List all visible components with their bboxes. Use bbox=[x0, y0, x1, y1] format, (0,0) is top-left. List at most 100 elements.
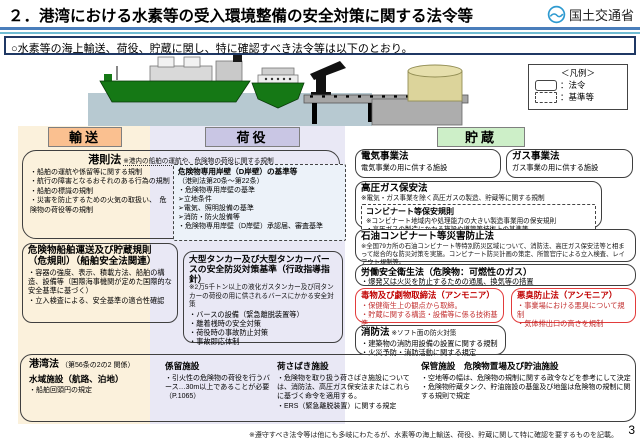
legend-standard-label: ：基準等 bbox=[560, 91, 595, 102]
conbinat-title: コンビナート等保安規則 bbox=[366, 207, 454, 217]
intro-box: ○水素等の海上輸送、荷役、貯蔵に関し、特に確認すべき法令等は以下のとおり。 bbox=[4, 36, 636, 55]
list-item: ➢電気、照明設備の基準 bbox=[178, 205, 254, 213]
akushu-bullets: ・事業場における悪臭について規制・気体排出口の高さを規制 bbox=[517, 301, 630, 329]
hokan-head: 保管施設 危険物置場及び貯油施設 bbox=[421, 361, 559, 371]
title-rule-top bbox=[0, 27, 640, 30]
kousokuho-heading: 港則法 ※港内の船舶の運航や、危険物の荷役に関する規制 bbox=[23, 153, 339, 167]
list-item: ・危険物貯蔵タンク、貯油施設の基盤及び地盤は危険物の規制に関する規則で規定 bbox=[421, 384, 631, 401]
roudou-title: 労働安全衛生法（危険物：可燃性のガス） bbox=[361, 267, 533, 277]
law-box-akushu: 悪臭防止法（アンモニア） ・事業場における悪臭について規制・気体排出口の高さを規… bbox=[511, 288, 636, 328]
list-item: ・事故即応体制 bbox=[189, 337, 240, 347]
cargo-ship-icon bbox=[99, 55, 251, 103]
intro-text: ○水素等の海上輸送、荷役、貯蔵に関し、特に確認すべき法令等は以下のとおり。 bbox=[11, 43, 413, 55]
nisabaki-bullets: ・危険物を取り扱う荷さばき施設については、消防法、高圧ガス保安法またはこれらに基… bbox=[277, 374, 415, 412]
nisabaki-head: 荷さばき施設 bbox=[277, 361, 329, 371]
list-item: ・危険物専用岸壁の基準 bbox=[178, 186, 255, 194]
gas-title: ガス事業法 bbox=[512, 151, 560, 162]
law-box-roudou-anzen: 労働安全衛生法（危険物：可燃性のガス） ・爆発又は火災を防止するための通風、換気… bbox=[355, 264, 636, 286]
page-number: 3 bbox=[628, 423, 635, 437]
list-item: ・建築物の消防用設備の設置に関する規制 bbox=[361, 338, 498, 348]
conbinat-note: ※コンビナート地域内や処理能力の大きい製造事業用の保安規則 bbox=[366, 217, 557, 225]
kouwan-col-suiiki: 港湾法 （第56条の2の2 関係） 水域施設（航路、泊地） ・船舶回頭円の規定 bbox=[29, 358, 157, 396]
tanker-ship-icon bbox=[251, 67, 305, 109]
legend: ＜凡例＞ ：法令 ：基準等 bbox=[528, 64, 628, 110]
page-title: ２．港湾における水素等の受入環境整備の安全対策に関する法令等 bbox=[8, 8, 474, 25]
shoubou-title: 消防法 bbox=[361, 327, 390, 338]
akushu-title: 悪臭防止法（アンモニア） bbox=[517, 290, 618, 300]
kikisoku-title: 危険物船舶運送及び貯蔵規則 bbox=[28, 245, 152, 256]
list-item: ・船舶の標識の規制 bbox=[30, 187, 93, 195]
law-box-tanker-berth: 大型タンカー及び大型タンカーバースの安全防災対策基準（行政指導指針） ※2万5千… bbox=[183, 251, 343, 346]
harbor-illustration bbox=[88, 55, 469, 126]
kousokuho-title: 港則法 bbox=[88, 154, 122, 166]
d-ganpeki-subtitle: （港則法第20条～第22条） bbox=[178, 177, 264, 185]
keiryu-head: 係留施設 bbox=[165, 361, 200, 371]
list-item: ・荷役時の事故防止対策 bbox=[189, 328, 269, 338]
law-box-sekiyu-conbinat: 石油コンビナート等災害防止法 ※全国79カ所の石油コンビナート等特別防災区域につ… bbox=[355, 229, 636, 266]
kikisoku-title2: （危規則）（船舶安全法関連） bbox=[28, 255, 157, 267]
list-item: ・船舶回頭円の規定 bbox=[29, 387, 92, 395]
list-item: ・空地等の幅は、危険物の規制に関する政令などを参考にして決定 bbox=[421, 374, 631, 382]
list-item: ・危険物専用岸壁（D岸壁）承認届、審査基準 bbox=[178, 223, 324, 231]
list-item: ・船舶の運航や係留等に関する規制 bbox=[30, 169, 142, 176]
legend-law-swatch bbox=[535, 80, 557, 92]
dokugeki-title: 毒物及び劇物取締法（アンモニア） bbox=[361, 290, 495, 300]
storage-tank-icon bbox=[407, 64, 463, 102]
denki-title: 電気事業法 bbox=[361, 151, 409, 162]
legend-title: ＜凡例＞ bbox=[560, 68, 595, 78]
kouwan-title-sub: （第56条の2の2 関係） bbox=[60, 362, 135, 369]
kouwan-title: 港湾法 bbox=[29, 359, 59, 370]
legend-row-law: ：法令 bbox=[535, 80, 621, 92]
kouwan-col-keiryu: 係留施設 ・引火性の危険物の荷役を行うバース…30m以上であることが必要 （P.… bbox=[165, 361, 277, 402]
law-box-kouwanho: 港湾法 （第56条の2の2 関係） 水域施設（航路、泊地） ・船舶回頭円の規定 … bbox=[20, 354, 636, 422]
law-box-shoubou: 消防法 ※ソフト面の防火対策 ・建築物の消防用設備の設置に関する規制・火災予防・… bbox=[355, 325, 506, 357]
list-item: ・バースの設備（緊急離脱装置等） bbox=[189, 309, 304, 319]
keiryu-bullets: ・引火性の危険物の荷役を行うバース…30m以上であることが必要 （P.1065） bbox=[165, 374, 277, 402]
tanker-bullets: ・バースの設備（緊急離脱装置等）・離着桟時の安全対策・荷役時の事故防止対策・事故… bbox=[189, 310, 337, 347]
tanker-note: ※2万5千トン以上の液化ガスタンカー及び同タンカーの荷役の用に供されるバースにか… bbox=[189, 284, 334, 309]
list-item: ➢消防・防火設備等 bbox=[178, 214, 240, 222]
law-box-denki-jigyoho: 電気事業法 電気事業の用に供する施設 bbox=[355, 149, 501, 178]
list-item: ・引火性の危険物の荷役を行うバース…30m以上であることが必要 （P.1065） bbox=[165, 374, 277, 401]
kikisoku-bullets: ・容器の強度、表示、積載方法、船舶の構造、設備等（国際海事機関が定めた国際的な安… bbox=[28, 268, 172, 305]
suiiki-head: 水域施設（航路、泊地） bbox=[29, 373, 124, 384]
footer-note: ※遵守すべき法令等は他にも多岐にわたるが、水素等の海上輸送、荷役、貯蔵に関して特… bbox=[248, 432, 618, 439]
list-item: ・貯蔵に関する構造・設備等に係る技術基準 bbox=[361, 309, 498, 329]
tanker-title: 大型タンカー及び大型タンカーバースの安全防災対策基準（行政指導指針） bbox=[189, 254, 330, 285]
list-item: ・危険物を取り扱う荷さばき施設については、消防法、高圧ガス保安法またはこれらに基… bbox=[277, 374, 410, 401]
sekiyu-note: ※全国79カ所の石油コンビナート等特別防災区域について、消防法、高圧ガス保安法等… bbox=[361, 242, 625, 267]
dokugeki-bullets: ・保健衛生上の観点から取締。・貯蔵に関する構造・設備等に係る技術基準 bbox=[361, 301, 498, 329]
mlit-logo-icon bbox=[547, 5, 566, 24]
standard-box-d-ganpeki: 危険物専用岸壁（D岸壁）の基準等 （港則法第20条～第22条） ・危険物専用岸壁… bbox=[173, 164, 346, 241]
mlit-logo-text: 国土交通省 bbox=[568, 8, 634, 23]
list-item: ・離着桟時の安全対策 bbox=[189, 318, 261, 328]
gas-body: ガス事業の用に供する施設 bbox=[512, 162, 599, 172]
kouwan-col-nisabaki: 荷さばき施設 ・危険物を取り扱う荷さばき施設については、消防法、高圧ガス保安法ま… bbox=[277, 361, 415, 411]
list-item: ➢立地条件 bbox=[178, 196, 212, 204]
list-item: ・立入検査による、安全基準の適合性確認 bbox=[28, 295, 165, 305]
transport-column-bg bbox=[18, 126, 150, 424]
legend-row-standard: ：基準等 bbox=[535, 92, 621, 104]
law-box-gas-jigyoho: ガス事業法 ガス事業の用に供する施設 bbox=[506, 149, 633, 178]
shoubou-bullets: ・建築物の消防用設備の設置に関する規制・火災予防・消防活動に関する規定 bbox=[361, 339, 500, 357]
d-ganpeki-title: 危険物専用岸壁（D岸壁）の基準等 bbox=[178, 167, 298, 176]
column-header-transport: 輸送 bbox=[48, 127, 122, 147]
list-item: ・火災予防・消防活動に関する規定 bbox=[361, 348, 477, 358]
sekiyu-title: 石油コンビナート等災害防止法 bbox=[361, 231, 495, 242]
list-item: ・事業場における悪臭について規制 bbox=[517, 300, 625, 319]
hokan-bullets: ・空地等の幅は、危険物の規制に関する政令などを参考にして決定・危険物貯蔵タンク、… bbox=[421, 374, 631, 402]
suiiki-bullets: ・船舶回頭円の規定 bbox=[29, 386, 157, 395]
mlit-logo: 国土交通省 bbox=[547, 5, 634, 24]
kouatsu-title: 高圧ガス保安法 bbox=[361, 183, 428, 194]
list-item: ・航行の障害となるおそれのある行為の規制 bbox=[30, 178, 170, 186]
column-header-storage: 貯蔵 bbox=[437, 127, 525, 147]
kouwan-col-hokan: 保管施設 危険物置場及び貯油施設 ・空地等の幅は、危険物の規制に関する政令などを… bbox=[421, 361, 631, 402]
quay bbox=[371, 98, 463, 126]
d-ganpeki-items: ・危険物専用岸壁の基準 ➢立地条件➢電気、照明設備の基準➢消防・防火設備等・危険物… bbox=[178, 186, 341, 231]
kouatsu-note: ※電気・ガス事業を除く高圧ガスの製造、貯蔵等に関する規制 bbox=[361, 194, 545, 202]
column-header-cargo-handling: 荷役 bbox=[205, 127, 300, 147]
list-item: ・保健衛生上の観点から取締。 bbox=[361, 300, 462, 310]
list-item: ・ERS（緊急離脱装置）に関する規定 bbox=[277, 402, 397, 410]
kousokuho-note: ※港内の船舶の運航や、危険物の荷役に関する規制 bbox=[123, 158, 274, 166]
list-item: ・気体排出口の高さを規制 bbox=[517, 319, 604, 329]
